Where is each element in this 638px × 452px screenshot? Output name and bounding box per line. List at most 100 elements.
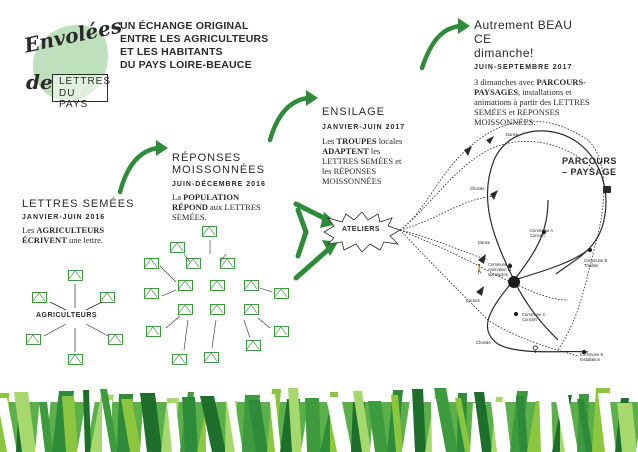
grass-stripe (39, 402, 53, 452)
grass-stripe (598, 393, 616, 452)
grass-stripe (554, 389, 578, 452)
envelope-icon (146, 326, 161, 337)
grass-stripe (516, 396, 528, 452)
envelope-icon (220, 258, 235, 269)
section-title-line2: dimanche! (474, 46, 534, 60)
section-lettres-semees: LETTRES SEMÉES JANVIER-JUIN 2016 Les AGR… (22, 198, 152, 245)
cluster-reponses (140, 222, 300, 372)
arrow-3-head (458, 18, 470, 34)
envelope-icon (244, 280, 259, 291)
grass-stripe (617, 403, 637, 452)
envelope-icon (108, 334, 123, 345)
grass-stripe (368, 401, 388, 452)
ateliers-label: ATELIERS (342, 226, 381, 233)
reponses-arrows (159, 240, 273, 351)
grass-stripe (326, 397, 352, 452)
leaf-icon (476, 286, 484, 296)
envelope-icon (210, 304, 225, 315)
label-commune-d: Commune D Animation et spectacles (488, 262, 512, 277)
cluster-agriculteurs: AGRICULTEURS (18, 262, 138, 374)
envelope-icon (144, 288, 159, 299)
label-danse-2: Danse (478, 240, 491, 245)
section-reponses-moissonnees: RÉPONSES MOISSONNÉES JUIN-DÉCEMBRE 2016 … (172, 152, 292, 222)
grass-stripe (353, 391, 371, 452)
envelope-icon (178, 280, 193, 291)
grass-band (0, 388, 638, 452)
grass-stripe (100, 389, 118, 452)
grass-stripe (0, 398, 17, 452)
envelope-icon (246, 340, 261, 351)
headline-line2: ENTRE LES AGRICULTEURS (120, 33, 269, 45)
section-desc: Les TROUPES locales ADAPTENT les LETTRES… (322, 136, 403, 186)
envelope-icon (178, 304, 193, 315)
parcours-title: PARCOURS – PAYSAGE (562, 156, 617, 178)
label-lecture: Lecture (466, 298, 480, 303)
agri-arrows (43, 284, 109, 352)
section-title-line1: Autrement BEAU CE (474, 18, 573, 46)
section-title-line2: MOISSONNÉES (172, 164, 265, 176)
envelope-icon (274, 288, 289, 299)
envelope-icon (186, 258, 201, 269)
section-date: JANVIER-JUIN 2017 (322, 124, 406, 131)
headline-line1: UN ÉCHANGE ORIGINAL (120, 20, 249, 32)
section-desc: 3 dimanches avec PARCOURS-PAYSAGES, inst… (474, 77, 590, 127)
grass-stripe (391, 395, 403, 452)
label-commune-b: Commune B Théâtre (584, 258, 608, 268)
section-date: JUIN-DÉCEMBRE 2016 (172, 181, 266, 188)
envelope-icon (244, 304, 259, 315)
walker-icon: 🚶 (474, 264, 486, 274)
leaf-icon (478, 254, 486, 264)
envelope-icon (26, 334, 41, 345)
grass-stripe (140, 393, 162, 452)
envelope-icon (204, 352, 219, 363)
grass-stripe (491, 402, 511, 452)
grass-stripe (248, 400, 268, 452)
grass-stripe (474, 392, 492, 452)
bus-icon (603, 186, 611, 193)
logo-box-line2: DU PAYS (59, 88, 89, 110)
envelope-icon (210, 280, 225, 291)
envelope-icon (172, 354, 187, 365)
headline-line3: ET LES HABITANTS (120, 46, 223, 58)
section-title: ENSILAGE (322, 106, 386, 118)
grass-stripe (182, 397, 198, 452)
arrow-1-head (156, 140, 168, 156)
section-autrement-beauce: Autrement BEAU CE dimanche! JUIN-SEPTEMB… (474, 18, 592, 127)
envelope-icon (68, 270, 83, 281)
grass-stripe (539, 390, 553, 452)
logo: Envolées de LETTRES DU PAYS (20, 12, 124, 110)
envelope-icon (170, 242, 185, 253)
section-ensilage: ENSILAGE JANVIER-JUIN 2017 Les TROUPES l… (322, 106, 408, 186)
logo-script-line2: de (26, 70, 53, 94)
grass-stripe (412, 389, 426, 452)
leaf-icon (486, 136, 494, 144)
label-commune-c: Commune C Concert (522, 312, 546, 322)
parcours-title-line2: – PAYSAGE (562, 167, 617, 177)
grass-stripe (269, 394, 281, 452)
label-chorale-2: Chorale (476, 340, 491, 345)
logo-box-line1: LETTRES (59, 76, 112, 87)
arrow-1 (117, 145, 161, 195)
envelope-icon (68, 354, 83, 365)
envelope-icon (100, 292, 115, 303)
grass-stripe (200, 396, 226, 452)
grass-stripe (83, 390, 91, 452)
section-date: JUIN-SEPTEMBRE 2017 (474, 64, 573, 71)
grass-stripe (577, 399, 593, 452)
section-title-line1: RÉPONSES (172, 152, 242, 164)
grass-stripe (288, 388, 302, 452)
bicycle-icon: ⚲ (532, 344, 539, 354)
section-desc: Les AGRICULTEURS ÉCRIVENT une lettre. (22, 225, 105, 245)
grass-stripe (434, 388, 458, 452)
parcours-title-line1: PARCOURS (562, 156, 617, 166)
grass-stripe (455, 398, 471, 452)
label-commune-a: Commune A Concert (530, 228, 553, 238)
envelope-icon (274, 326, 289, 337)
headline-line4: DU PAYS LOIRE-BEAUCE (120, 59, 252, 71)
envelope-icon (202, 226, 217, 237)
arrow-to-ateliers-2 (293, 245, 333, 281)
leaf-icon (464, 146, 472, 156)
grass-stripe (225, 390, 243, 452)
label-danse-1: Danse (506, 132, 519, 137)
headline: UN ÉCHANGE ORIGINAL ENTRE LES AGRICULTEU… (120, 20, 269, 72)
